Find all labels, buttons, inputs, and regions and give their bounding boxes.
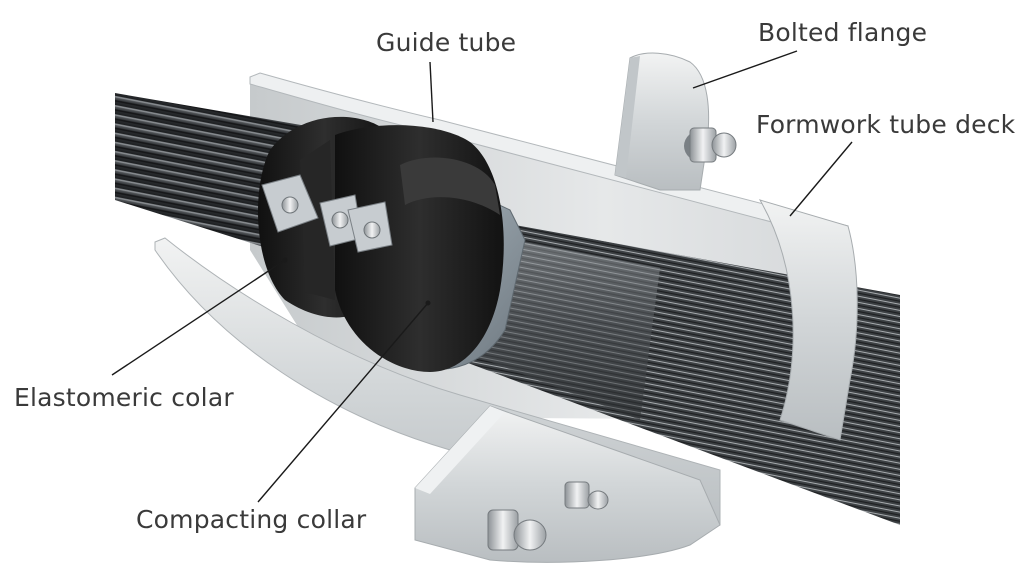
label-formwork-tube-deck: Formwork tube deck <box>756 110 1016 139</box>
leader-line-formwork-tube-deck <box>789 141 853 217</box>
collar-clamp-plates <box>261 174 393 253</box>
label-compacting-collar: Compacting collar <box>136 505 367 534</box>
leader-end-dot <box>282 257 288 263</box>
label-elastomeric-colar: Elastomeric colar <box>14 383 234 412</box>
formwork-tube-deck <box>758 199 858 441</box>
leader-line-elastomeric-colar <box>111 259 286 376</box>
lower-bolted-flange <box>414 405 721 563</box>
leader-line-bolted-flange <box>692 50 798 89</box>
leader-line-compacting-collar <box>257 302 429 503</box>
hex-bolt-icon <box>689 127 737 163</box>
hex-bolt-icon <box>564 481 609 510</box>
upper-bolted-flange <box>614 52 737 191</box>
label-bolted-flange: Bolted flange <box>758 18 928 47</box>
leader-line-guide-tube <box>429 61 434 123</box>
leader-end-dot <box>425 300 431 306</box>
leader-lines <box>111 50 853 503</box>
hex-bolt-icon <box>487 509 547 551</box>
label-guide-tube: Guide tube <box>376 28 517 57</box>
